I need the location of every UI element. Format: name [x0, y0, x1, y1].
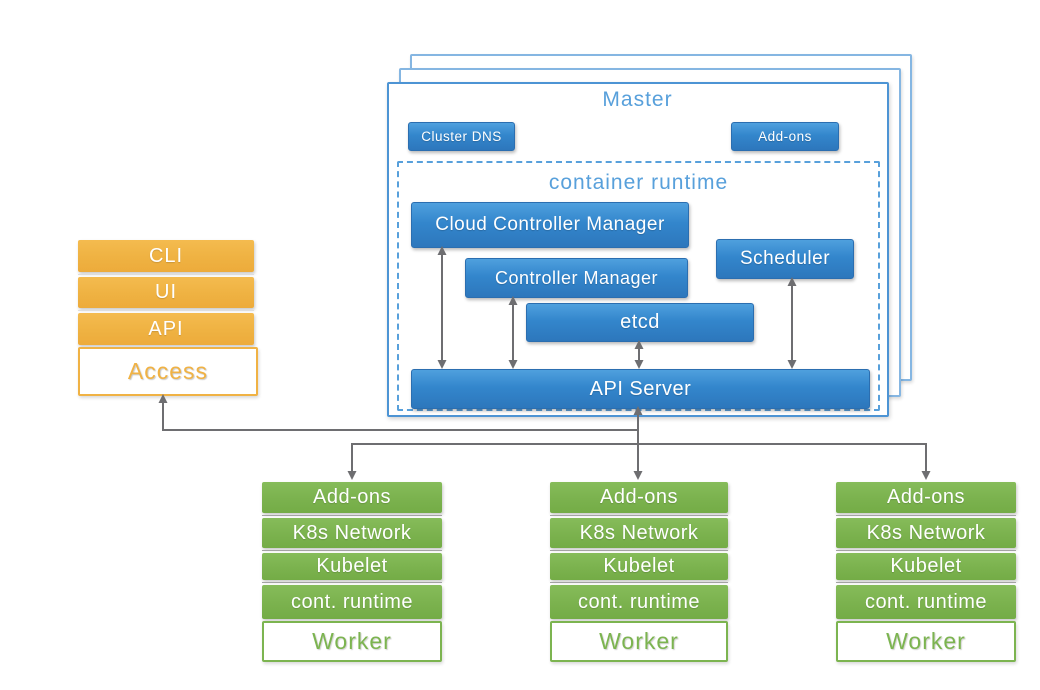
worker-separator [836, 550, 1016, 551]
worker-separator [550, 550, 728, 551]
worker-separator [262, 582, 442, 583]
worker-addons-box: Add-ons [262, 482, 442, 513]
worker-base-box: Worker [262, 621, 442, 662]
worker-base-box: Worker [836, 621, 1016, 662]
worker-node-2: Add-ons K8s Network Kubelet cont. runtim… [550, 482, 728, 662]
access-base-box: Access [78, 347, 258, 396]
worker-separator [262, 515, 442, 516]
worker-cont-runtime-box: cont. runtime [550, 585, 728, 619]
cluster-dns-box: Cluster DNS [408, 122, 515, 151]
controller-manager-box: Controller Manager [465, 258, 688, 298]
worker-addons-box: Add-ons [836, 482, 1016, 513]
worker-separator [262, 550, 442, 551]
access-cli-box: CLI [78, 240, 254, 272]
worker-separator [550, 515, 728, 516]
access-ui-box: UI [78, 277, 254, 308]
worker-separator [836, 582, 1016, 583]
api-server-box: API Server [411, 369, 870, 409]
etcd-box: etcd [526, 303, 754, 342]
worker-kubelet-box: Kubelet [550, 553, 728, 580]
master-addons-box: Add-ons [731, 122, 839, 151]
access-api-box: API [78, 313, 254, 345]
scheduler-box: Scheduler [716, 239, 854, 279]
worker-cont-runtime-box: cont. runtime [836, 585, 1016, 619]
worker-separator [550, 582, 728, 583]
access-separator [78, 310, 254, 311]
worker-kubelet-box: Kubelet [836, 553, 1016, 580]
worker-node-1: Add-ons K8s Network Kubelet cont. runtim… [262, 482, 442, 662]
worker-node-3: Add-ons K8s Network Kubelet cont. runtim… [836, 482, 1016, 662]
worker-kubelet-box: Kubelet [262, 553, 442, 580]
cloud-controller-manager-box: Cloud Controller Manager [411, 202, 689, 248]
worker-k8s-network-box: K8s Network [550, 518, 728, 548]
worker-k8s-network-box: K8s Network [836, 518, 1016, 548]
access-separator [78, 274, 254, 275]
worker-separator [836, 515, 1016, 516]
worker-cont-runtime-box: cont. runtime [262, 585, 442, 619]
container-runtime-title: container runtime [548, 171, 729, 194]
worker-addons-box: Add-ons [550, 482, 728, 513]
worker-base-box: Worker [550, 621, 728, 662]
master-title: Master [602, 88, 673, 111]
worker-k8s-network-box: K8s Network [262, 518, 442, 548]
